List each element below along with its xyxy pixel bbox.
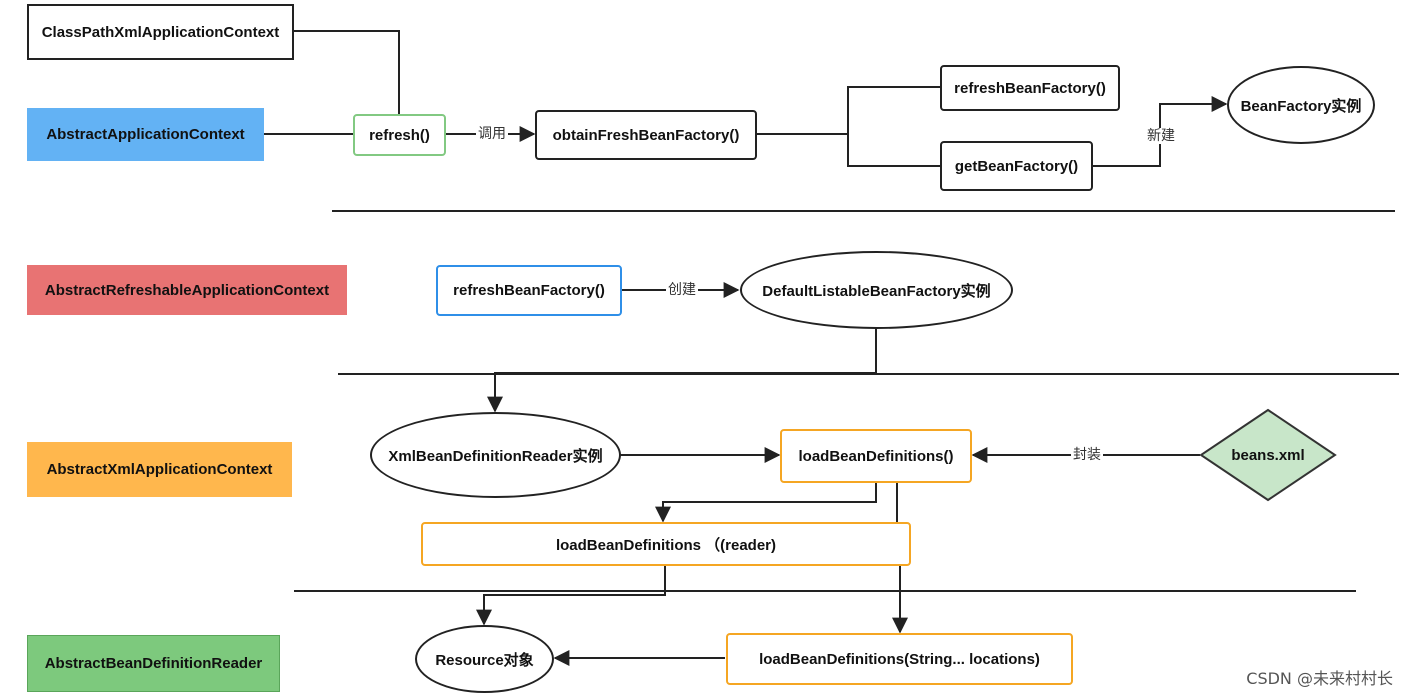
beans-xml-diamond bbox=[1199, 408, 1337, 502]
lane-abstract-application-context: AbstractApplicationContext bbox=[27, 108, 264, 161]
refresh-bean-factory-node: refreshBeanFactory() bbox=[436, 265, 622, 316]
edge-default-to-xmlreader bbox=[487, 327, 877, 413]
lane-abstract-refreshable-application-context: AbstractRefreshableApplicationContext bbox=[27, 265, 347, 315]
resource-object-node: Resource对象 bbox=[415, 625, 554, 693]
xml-bean-definition-reader-node: XmlBeanDefinitionReader实例 bbox=[370, 412, 621, 498]
refresh-node: refresh() bbox=[353, 114, 446, 156]
bean-factory-instance-node: BeanFactory实例 bbox=[1227, 66, 1375, 144]
edge-label-call: 调用 bbox=[476, 126, 508, 142]
edge-label-create: 创建 bbox=[666, 282, 698, 298]
edge-branch-vertical bbox=[847, 86, 940, 167]
load-bean-definitions-strings-node: loadBeanDefinitions(String... locations) bbox=[726, 633, 1073, 685]
edge-label-wrap: 封装 bbox=[1071, 447, 1103, 463]
classpath-xml-application-context-node: ClassPathXmlApplicationContext bbox=[27, 4, 294, 60]
default-listable-bean-factory-node: DefaultListableBeanFactory实例 bbox=[740, 251, 1013, 329]
lane-abstract-bean-definition-reader: AbstractBeanDefinitionReader bbox=[27, 635, 280, 692]
refresh-bean-factory-top-node: refreshBeanFactory() bbox=[940, 65, 1120, 111]
load-bean-definitions-node: loadBeanDefinitions() bbox=[780, 429, 972, 483]
beans-xml-label: beans.xml bbox=[1231, 446, 1305, 464]
edge-reader-to-resource bbox=[476, 565, 666, 626]
edge-label-new-build: 新建 bbox=[1145, 128, 1177, 144]
edge-classpath-to-refresh bbox=[293, 30, 400, 115]
edge-load-to-reader bbox=[655, 482, 877, 523]
load-bean-definitions-reader-node: loadBeanDefinitions （(reader) bbox=[421, 522, 911, 566]
get-bean-factory-node: getBeanFactory() bbox=[940, 141, 1093, 191]
lane-abstract-xml-application-context: AbstractXmlApplicationContext bbox=[27, 442, 292, 497]
obtain-fresh-bean-factory-node: obtainFreshBeanFactory() bbox=[535, 110, 757, 160]
watermark: CSDN @未来村村长 bbox=[1246, 669, 1393, 688]
